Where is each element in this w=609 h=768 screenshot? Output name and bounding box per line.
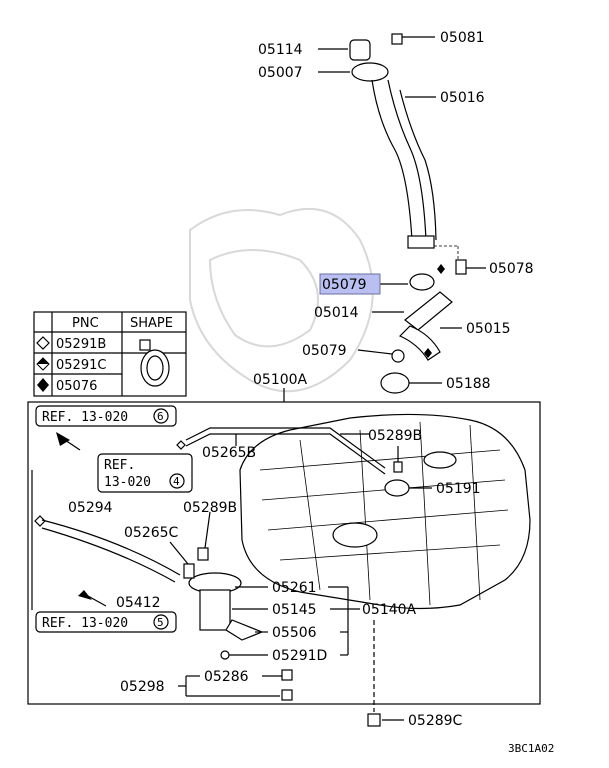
shape-legend-table: PNC SHAPE 05291B 05291C 05076 (33, 311, 187, 397)
fuel-tank-part (239, 413, 531, 610)
leader-lines-lower (169, 446, 432, 721)
svg-text:REF. 13-020: REF. 13-020 (42, 616, 128, 631)
svg-text:6: 6 (157, 410, 164, 423)
part-label-05100A[interactable]: 05100A (253, 372, 308, 388)
part-label-05265C[interactable]: 05265C (124, 525, 179, 541)
part-label-05145[interactable]: 05145 (272, 602, 317, 618)
solid-diamond-icon (37, 378, 49, 392)
part-label-05114[interactable]: 05114 (258, 42, 303, 58)
fuel-hose-05294 (41, 519, 181, 576)
valve-05191-part (384, 479, 410, 497)
part-label-05506[interactable]: 05506 (272, 625, 317, 641)
vapor-line-05265B (185, 427, 386, 469)
part-label-05261[interactable]: 05261 (272, 580, 317, 596)
part-label-05007[interactable]: 05007 (258, 65, 303, 81)
neck-bracket-part (407, 235, 435, 249)
part-label-05412[interactable]: 05412 (116, 595, 161, 611)
part-label-05298[interactable]: 05298 (120, 679, 165, 695)
leader-lines-upper (318, 36, 486, 384)
breather-hose-part (398, 325, 441, 361)
svg-text:REF. 13-020: REF. 13-020 (42, 410, 128, 425)
table-header-shape: SHAPE (130, 316, 173, 331)
watermark-logo (189, 207, 374, 393)
part-label-05081[interactable]: 05081 (440, 30, 485, 46)
table-row-pnc: 05291C (56, 358, 106, 373)
fuel-pump-module-part (183, 547, 264, 660)
diagram-code: 3BC1A02 (508, 742, 554, 755)
arrow-icon (78, 590, 92, 600)
part-label-05015[interactable]: 05015 (466, 321, 511, 337)
part-label-05140A[interactable]: 05140A (362, 602, 417, 618)
table-row-pnc: 05291B (56, 337, 106, 352)
part-label-05291D[interactable]: 05291D (272, 648, 327, 664)
svg-text:4: 4 (173, 475, 180, 488)
part-label-05289B[interactable]: 05289B (368, 428, 422, 444)
part-label-05294[interactable]: 05294 (68, 500, 113, 516)
part-label-05265B[interactable]: 05265B (202, 445, 256, 461)
gasket-ring-part (351, 62, 389, 82)
bolt-05078-part (455, 259, 467, 275)
filler-neck-assembly (349, 33, 467, 394)
svg-text:13-020: 13-020 (104, 475, 151, 490)
hose-clamp-mid-part (391, 349, 405, 363)
hose-clamp-top-part (409, 273, 435, 291)
ref-box-13-020-5[interactable]: REF. 13-020 5 (35, 611, 177, 633)
svg-text:REF.: REF. (104, 458, 135, 473)
nut-05298-part (281, 689, 293, 701)
ref-box-13-020-6[interactable]: REF. 13-020 6 (35, 405, 177, 427)
part-label-05078[interactable]: 05078 (489, 261, 534, 277)
part-label-05289C[interactable]: 05289C (408, 713, 463, 729)
part-label-05016[interactable]: 05016 (440, 90, 485, 106)
diamond-marker-icon (424, 348, 432, 358)
table-row-pnc: 05076 (56, 379, 97, 394)
part-label-05014[interactable]: 05014 (314, 305, 359, 321)
grommet-05289B-part (393, 461, 403, 473)
table-header-pnc: PNC (72, 316, 99, 331)
bolt-05081-part (391, 33, 403, 45)
ref-box-13-020-4[interactable]: REF. 13-020 4 (97, 453, 193, 493)
svg-text:5: 5 (157, 616, 164, 629)
part-label-05191[interactable]: 05191 (436, 481, 481, 497)
part-label-05079-highlighted[interactable]: 05079 (322, 277, 367, 293)
part-label-05079[interactable]: 05079 (302, 343, 347, 359)
tank-assembly-frame (27, 401, 541, 705)
grommet-05289C-part (367, 713, 381, 727)
filler-hose-part (404, 291, 453, 331)
part-label-05286[interactable]: 05286 (204, 669, 249, 685)
part-label-05289B[interactable]: 05289B (183, 500, 237, 516)
bolt-05286-part (281, 669, 293, 681)
diamond-marker-icon (437, 264, 445, 274)
open-diamond-icon (36, 336, 50, 350)
part-label-05188[interactable]: 05188 (446, 376, 491, 392)
grommet-05188-part (380, 372, 410, 394)
highlight-box (319, 273, 381, 295)
fuel-cap-part (349, 39, 371, 61)
